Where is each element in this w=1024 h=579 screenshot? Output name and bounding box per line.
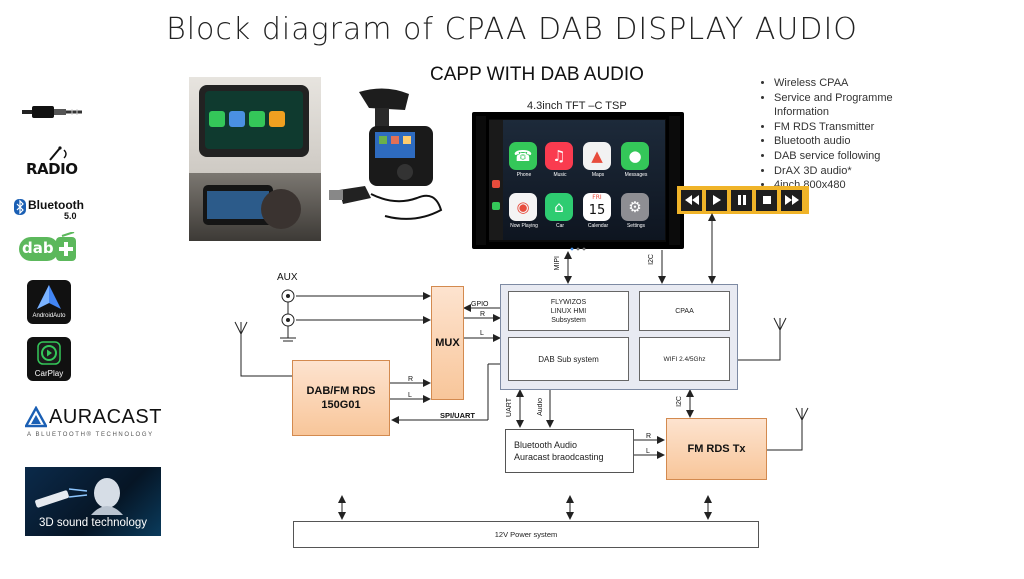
play-button[interactable]	[706, 189, 727, 211]
gpio-label: GPIO	[471, 301, 489, 308]
calendar-day: FRI	[592, 194, 602, 201]
carplay-app-label: Settings	[626, 223, 646, 229]
uart-label: UART	[506, 398, 513, 417]
wifi-block: WIFI 2.4/5Ghz	[639, 337, 730, 381]
linux-hmi-block: FLYWIZOS LINUX HMI Subsystem	[508, 291, 629, 331]
music-icon: ♫	[545, 142, 573, 170]
audio-label: Audio	[537, 398, 544, 416]
sound3d-logo: 3D sound technology	[25, 467, 161, 536]
feature-item: FM RDS Transmitter	[774, 120, 944, 135]
i2c-fm-label: I2C	[676, 396, 683, 407]
android-auto-logo: AndroidAuto	[27, 280, 71, 324]
dab-subsystem-block: DAB Sub system	[508, 337, 629, 381]
fast-forward-button[interactable]	[781, 189, 802, 211]
i2c-label: I2C	[648, 254, 655, 265]
page-dots	[568, 236, 592, 251]
bluetooth-version: 5.0	[64, 211, 77, 221]
carplay-app-car[interactable]: ⌂ Car	[545, 193, 575, 233]
home-icon: ⌂	[545, 193, 573, 221]
maps-icon: ▲	[583, 142, 611, 170]
rewind-icon	[684, 195, 699, 205]
bluetooth-logo-text: Bluetooth	[28, 198, 84, 212]
android-auto-icon	[37, 285, 61, 309]
pause-icon	[737, 195, 746, 205]
product-photo-dab-adapter	[325, 86, 447, 228]
carplay-app-label: Messages	[624, 172, 648, 178]
phone-icon: ☎	[509, 142, 537, 170]
carplay-app-label: Calendar	[587, 223, 609, 229]
radio-logo-text: RADIO	[26, 160, 78, 178]
signal-l-label: L	[480, 330, 484, 337]
carplay-label: CarPlay	[34, 369, 64, 378]
sound3d-label: 3D sound technology	[38, 517, 148, 529]
messages-icon: ●	[621, 142, 649, 170]
carplay-app-now-playing[interactable]: ◉ Now Playing	[509, 193, 539, 233]
display-bezel-outline	[486, 116, 669, 245]
bluetooth-logo: Bluetooth 5.0	[14, 198, 84, 224]
product-photo-dashboard	[189, 77, 321, 241]
signal-l-label: L	[646, 448, 650, 455]
spi-uart-label: SPI/UART	[440, 411, 476, 420]
diagram-subtitle: CAPP WITH DAB AUDIO	[430, 64, 644, 85]
bluetooth-icon	[14, 199, 26, 215]
play-icon	[712, 195, 721, 205]
power-system-block: 12V Power system	[293, 521, 759, 548]
carplay-logo: CarPlay	[27, 337, 71, 381]
stop-button[interactable]	[756, 189, 777, 211]
head-icon	[35, 478, 123, 515]
carplay-app-label: Now Playing	[510, 223, 538, 229]
carplay-app-phone[interactable]: ☎ Phone	[509, 142, 539, 182]
cpaa-block: CPAA	[639, 291, 730, 331]
aux-jack-icon	[281, 289, 295, 327]
stop-icon	[762, 196, 771, 204]
rewind-button[interactable]	[681, 189, 702, 211]
feature-item: Service and Programme Information	[774, 91, 944, 120]
aux-label: AUX	[277, 272, 298, 283]
feature-item: Wireless CPAA	[774, 76, 944, 91]
display-label: 4.3inch TFT –C TSP	[527, 100, 627, 112]
carplay-app-music[interactable]: ♫ Music	[545, 142, 575, 182]
carplay-app-label: Music	[553, 172, 567, 178]
carplay-app-maps[interactable]: ▲ Maps	[583, 142, 613, 182]
feature-item: Bluetooth audio	[774, 134, 944, 149]
signal-l-label: L	[408, 392, 412, 399]
dab-plus-logo: dab	[18, 231, 78, 264]
carplay-icon	[37, 341, 61, 365]
radio-logo: RADIO	[24, 146, 78, 182]
android-auto-label: AndroidAuto	[32, 313, 66, 319]
settings-icon: ⚙	[621, 193, 649, 221]
mux-block: MUX	[431, 286, 464, 400]
fm-rds-tx-block: FM RDS Tx	[666, 418, 767, 480]
podcast-icon: ◉	[509, 193, 537, 221]
dab-fm-rds-block: DAB/FM RDS 150G01	[292, 360, 390, 436]
calendar-date: 15	[588, 202, 606, 218]
page-title: Block diagram of CPAA DAB DISPLAY AUDIO	[166, 12, 858, 47]
dab-logo-text: dab	[22, 239, 54, 257]
feature-item: DAB service following	[774, 149, 944, 164]
feature-item: DrAX 3D audio*	[774, 164, 944, 179]
mipi-label: MIPI	[554, 256, 561, 271]
auracast-icon	[25, 406, 47, 428]
carplay-app-label: Phone	[516, 172, 532, 178]
media-control-bar	[677, 186, 809, 214]
auracast-text: AURACAST	[49, 406, 162, 428]
feature-list: Wireless CPAA Service and Programme Info…	[760, 76, 944, 193]
carplay-app-settings[interactable]: ⚙ Settings	[621, 193, 651, 233]
carplay-app-messages[interactable]: ● Messages	[621, 142, 651, 182]
auracast-tagline: A BLUETOOTH® TECHNOLOGY	[27, 432, 154, 438]
carplay-app-label: Maps	[591, 172, 605, 178]
signal-r-label: R	[480, 311, 486, 318]
pause-button[interactable]	[731, 189, 752, 211]
carplay-app-label: Car	[555, 223, 565, 229]
aux-cable-icon	[22, 104, 84, 120]
auracast-logo: AURACAST A BLUETOOTH® TECHNOLOGY	[25, 406, 175, 440]
signal-r-label: R	[646, 433, 652, 440]
bluetooth-audio-block: Bluetooth Audio Auracast braodcasting	[505, 429, 634, 473]
fast-forward-icon	[784, 195, 799, 205]
signal-r-label: R	[408, 376, 414, 383]
